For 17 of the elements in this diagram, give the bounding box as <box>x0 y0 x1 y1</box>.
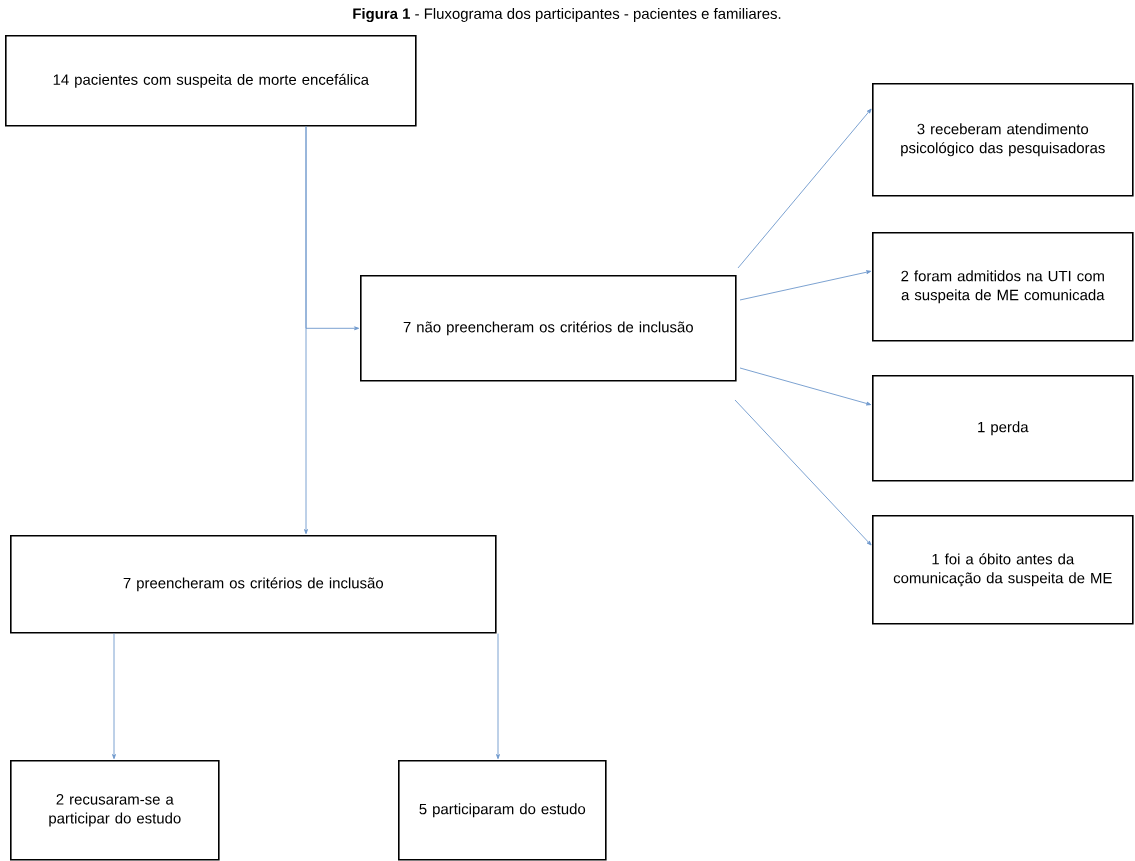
arrow <box>739 367 872 406</box>
arrow <box>739 270 872 301</box>
process-box: 1 perda <box>872 375 1134 482</box>
process-box: 2 foram admitidos na UTI com a suspeita de ME comunicada <box>872 232 1134 342</box>
process-box: 3 receberam atendimento psicológico das pesquisadoras <box>872 83 1134 197</box>
arrow <box>737 108 872 269</box>
arrow <box>112 633 116 760</box>
process-box: 14 pacientes com suspeita de morte encefálica <box>5 35 417 127</box>
figure-title: Figura 1 - Fluxograma dos participantes - pacientes e familiares. <box>353 8 781 22</box>
arrow <box>305 126 360 331</box>
arrow <box>734 399 872 546</box>
process-box: 7 não preencheram os critérios de inclusão <box>360 275 737 382</box>
process-box: 1 foi a óbito antes da comunicação da suspeita de ME <box>872 515 1134 625</box>
process-box: 7 preencheram os critérios de inclusão <box>10 535 497 634</box>
process-box: 5 participaram do estudo <box>398 760 607 861</box>
arrow <box>496 633 500 760</box>
process-box: 2 recusaram-se a participar do estudo <box>10 760 220 861</box>
